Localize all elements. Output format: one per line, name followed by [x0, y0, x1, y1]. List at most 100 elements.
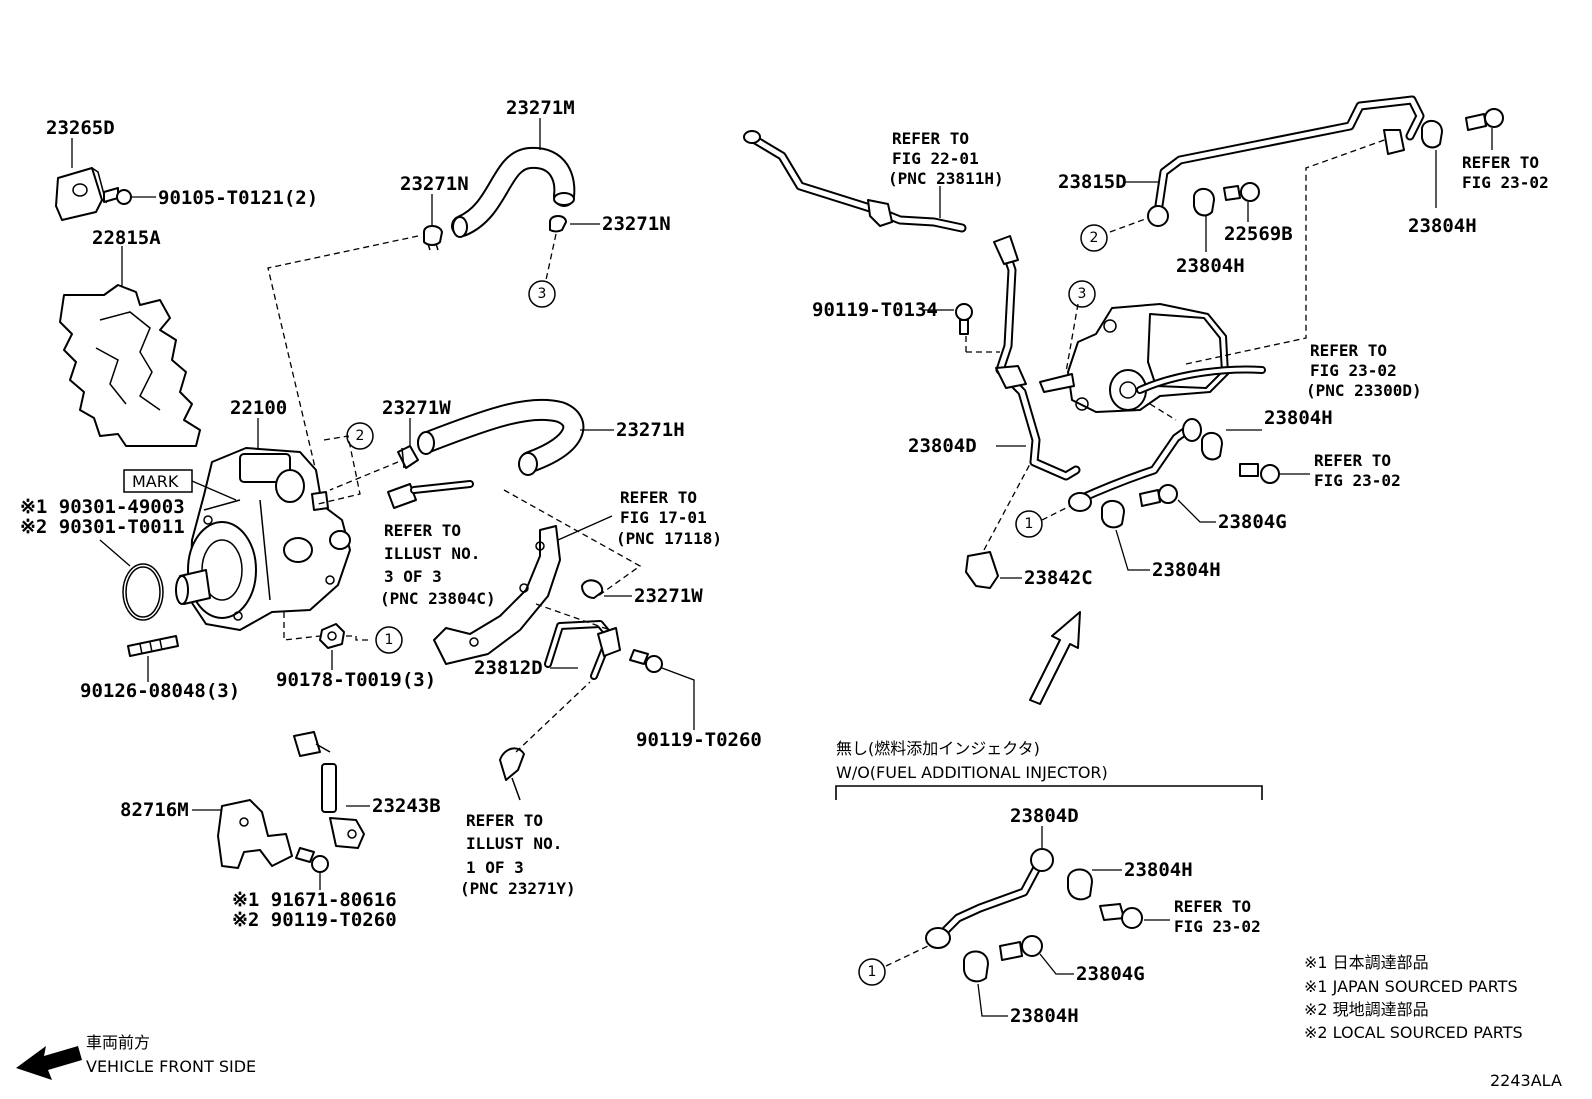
circle-1-inset: 1	[858, 958, 886, 986]
svg-text:2: 2	[356, 428, 365, 444]
legend-jp-2: ※2 現地調達部品	[1304, 1000, 1429, 1019]
label-90119-T0260-2: ※2 90119-T0260	[232, 909, 397, 931]
label-23271W-b: 23271W	[634, 585, 703, 607]
ref-fig2201-l3: (PNC 23811H)	[888, 169, 1004, 188]
circle-2-right: 2	[1080, 224, 1108, 252]
ref-fig2302b-l2: FIG 23-02	[1310, 361, 1397, 380]
label-23804G-mid: 23804G	[1218, 511, 1287, 533]
tube-ref-fig2201	[743, 130, 967, 233]
ref-fig2302c-l2: FIG 23-02	[1314, 471, 1401, 490]
svg-text:2: 2	[1090, 230, 1099, 246]
legend-jp-1: ※1 日本調達部品	[1304, 953, 1429, 972]
bolt-90119-T0134	[955, 303, 973, 335]
label-23271W-a: 23271W	[382, 397, 451, 419]
pipe-23804D	[993, 235, 1202, 512]
label-90119-T0134: 90119-T0134	[812, 299, 938, 321]
clamp-23271W-a	[397, 445, 419, 469]
ref-fig2302b-l1: REFER TO	[1310, 341, 1387, 360]
washer-23804H-mid	[1201, 432, 1223, 461]
ref-illust1-l2: ILLUST NO.	[466, 834, 562, 853]
label-23815D: 23815D	[1058, 171, 1127, 193]
label-23804H-low: 23804H	[1152, 559, 1221, 581]
circle-1-left: 1	[375, 626, 403, 654]
label-22569B: 22569B	[1224, 223, 1293, 245]
label-23265D: 23265D	[46, 117, 115, 139]
ref-illust1-l3: 1 OF 3	[466, 858, 524, 877]
ref-fig2302a-l1: REFER TO	[1462, 153, 1539, 172]
label-90301-T0011: ※2 90301-T0011	[20, 516, 185, 538]
label-82716M: 82716M	[120, 799, 189, 821]
svg-text:1: 1	[868, 964, 877, 980]
pipe-23815D	[1147, 95, 1425, 227]
bracket-23265D	[55, 167, 108, 221]
ref-fig2201-l1: REFER TO	[892, 129, 969, 148]
bracket-23812D	[433, 525, 561, 665]
ref-fig1701-l1: REFER TO	[620, 488, 697, 507]
circle-3-right: 3	[1068, 280, 1096, 308]
hose-23271H	[417, 398, 585, 476]
bracket-82716M	[217, 799, 293, 869]
label-23243B: 23243B	[372, 795, 441, 817]
label-23842C: 23842C	[1024, 567, 1093, 589]
ref-fig2302c-l1: REFER TO	[1314, 451, 1391, 470]
svg-text:1: 1	[385, 632, 394, 648]
washer-23804H-inset-b	[963, 950, 989, 983]
clamp-23271W-b	[581, 579, 604, 599]
o-ring-90301	[122, 563, 164, 621]
clamp-23271N-b	[549, 215, 567, 233]
svg-text:3: 3	[1078, 286, 1087, 302]
label-23271N-b: 23271N	[602, 213, 671, 235]
ref-fig1701-l2: FIG 17-01	[620, 508, 707, 527]
ref-illust3-l1: REFER TO	[384, 521, 461, 540]
bolt-90119-T0260	[629, 649, 663, 673]
bolt-23804G-mid	[1139, 484, 1178, 507]
legend-en-2: ※2 LOCAL SOURCED PARTS	[1304, 1023, 1523, 1042]
svg-text:3: 3	[538, 286, 547, 302]
ref-fig2302b-l3: (PNC 23300D)	[1306, 381, 1422, 400]
ref-illust1-l4: (PNC 23271Y)	[460, 879, 576, 898]
sensor-23243B	[293, 731, 365, 849]
washer-23804H-low	[1101, 500, 1125, 529]
washer-23804H-top	[1193, 188, 1215, 217]
ref-fig2302d-l1: REFER TO	[1174, 897, 1251, 916]
label-90126-08048: 90126-08048(3)	[80, 680, 240, 702]
direction-arrow-icon	[1029, 611, 1081, 705]
clip-23842C	[965, 551, 999, 589]
injector-body	[1039, 303, 1266, 413]
label-23804H-top-right: 23804H	[1408, 215, 1477, 237]
label-22815A: 22815A	[92, 227, 161, 249]
label-90119-T0260: 90119-T0260	[636, 729, 762, 751]
hose-end-ref-illust1	[499, 747, 525, 801]
label-91671-80616: ※1 91671-80616	[232, 889, 397, 911]
label-90301-49003: ※1 90301-49003	[20, 496, 185, 518]
ref-illust3-l4: (PNC 23804C)	[380, 589, 496, 608]
pump-22100	[175, 447, 351, 631]
label-23804H-mid: 23804H	[1264, 407, 1333, 429]
ref-fig2302a-l2: FIG 23-02	[1462, 173, 1549, 192]
label-90178-T0019: 90178-T0019(3)	[276, 669, 436, 691]
label-90105-T0121: 90105-T0121(2)	[158, 187, 318, 209]
bolt-23804G-inset	[999, 935, 1043, 961]
bolt-22569B	[1223, 182, 1260, 202]
label-23804H-inset-b: 23804H	[1010, 1005, 1079, 1027]
label-23804H-top: 23804H	[1176, 255, 1245, 277]
pipe-23804D-inset	[925, 848, 1054, 949]
front-label-en: VEHICLE FRONT SIDE	[86, 1057, 256, 1076]
ref-fig2201-l2: FIG 22-01	[892, 149, 979, 168]
washer-23804H-inset-a	[1067, 868, 1093, 901]
label-23804H-inset-a: 23804H	[1124, 859, 1193, 881]
legend-en-1: ※1 JAPAN SOURCED PARTS	[1304, 977, 1518, 996]
bolt-91671	[295, 847, 329, 873]
label-23812D: 23812D	[474, 657, 543, 679]
bolt-90105	[103, 187, 132, 205]
tube-ref-illust1	[544, 620, 621, 680]
inset-title-en: W/O(FUEL ADDITIONAL INJECTOR)	[836, 763, 1108, 782]
label-22100: 22100	[230, 397, 287, 419]
bolt-ref-fig2302a	[1465, 108, 1504, 131]
vehicle-front-arrow-icon	[16, 1046, 82, 1080]
nut-90178	[319, 623, 345, 649]
label-23271M: 23271M	[506, 97, 575, 119]
circle-2-left: 2	[346, 422, 374, 450]
svg-text:1: 1	[1025, 516, 1034, 532]
